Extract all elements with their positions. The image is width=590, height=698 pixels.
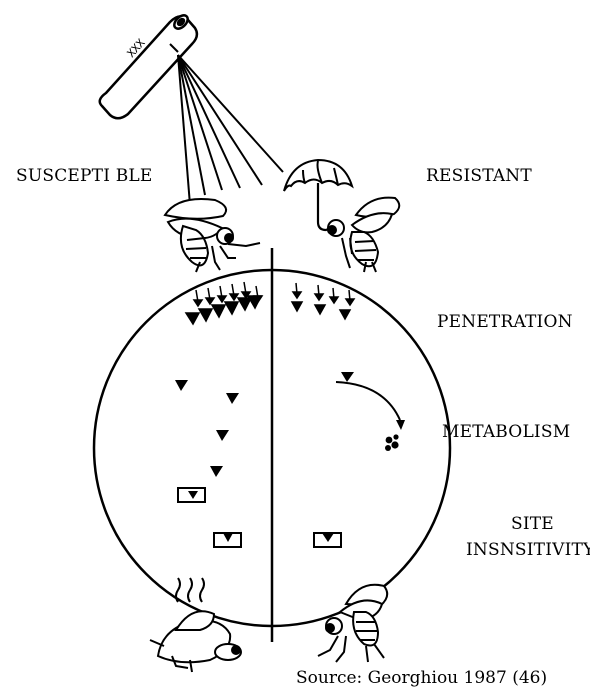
label-susceptible: SUSCEPTI BLE: [16, 166, 153, 186]
label-insensitivity: INSNSITIVITY: [466, 540, 590, 560]
label-metabolism: METABOLISM: [442, 422, 570, 442]
target-site-resistant: [314, 533, 341, 547]
metabolism-susceptible: [175, 380, 239, 477]
penetration-susceptible: [186, 282, 262, 324]
label-resistant: RESISTANT: [426, 166, 532, 186]
penetration-resistant: [292, 283, 354, 319]
spray-lines: [178, 55, 283, 205]
fly-susceptible-icon: [165, 199, 260, 272]
dead-fly-icon: [150, 578, 241, 672]
fly-resistant-icon: [328, 198, 399, 272]
metabolism-resistant: [336, 372, 405, 451]
umbrella-icon: [284, 160, 352, 230]
target-site-susceptible-2: [214, 533, 241, 547]
target-site-susceptible-1: [178, 488, 205, 502]
source-caption: Source: Georghiou 1987 (46): [296, 668, 547, 688]
label-penetration: PENETRATION: [437, 312, 573, 332]
live-fly-icon: [318, 585, 387, 662]
label-site: SITE: [511, 514, 554, 534]
